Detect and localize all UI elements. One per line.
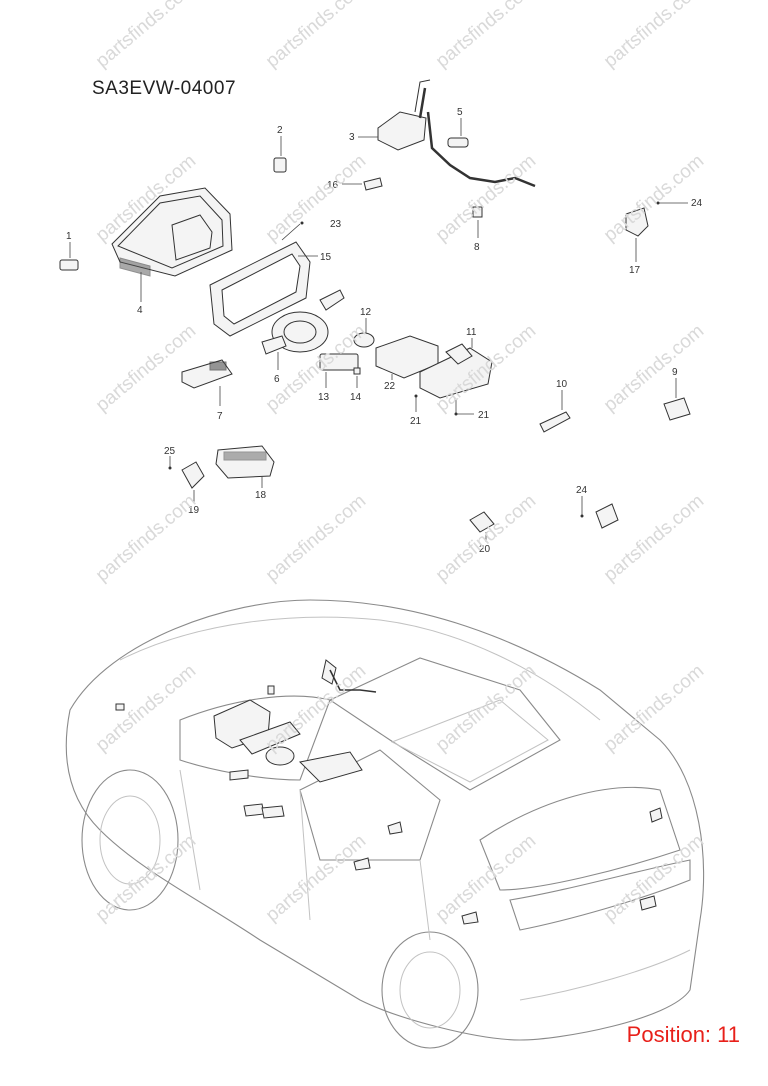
part-1-connector bbox=[59, 242, 79, 271]
callout-4: 4 bbox=[137, 305, 143, 316]
callout-3: 3 bbox=[349, 132, 355, 143]
part-10-sensor bbox=[539, 390, 571, 433]
part-24-bracket-lower bbox=[580, 496, 619, 529]
callout-19: 19 bbox=[188, 505, 200, 516]
callout-21b: 21 bbox=[478, 410, 490, 421]
part-5-connector bbox=[447, 118, 469, 148]
callout-16: 16 bbox=[327, 180, 339, 191]
callout-9: 9 bbox=[672, 367, 678, 378]
part-20-sensor bbox=[469, 511, 495, 542]
callout-25: 25 bbox=[164, 446, 176, 457]
callout-15: 15 bbox=[320, 252, 332, 263]
callout-24a: 24 bbox=[691, 198, 703, 209]
callout-23: 23 bbox=[330, 219, 342, 230]
part-4-module bbox=[111, 187, 233, 302]
callout-14: 14 bbox=[350, 392, 362, 403]
callout-13: 13 bbox=[318, 392, 330, 403]
part-8-clip bbox=[472, 206, 483, 238]
callout-24b: 24 bbox=[576, 485, 588, 496]
callout-20: 20 bbox=[479, 544, 491, 555]
part-7-switch-panel bbox=[181, 359, 233, 406]
callout-11: 11 bbox=[466, 327, 477, 338]
part-17-bracket bbox=[625, 201, 688, 262]
position-label: Position: 11 bbox=[626, 1022, 740, 1047]
part-15-bezel bbox=[209, 221, 318, 337]
part-11-fuse-box bbox=[419, 338, 493, 399]
callout-18: 18 bbox=[255, 490, 267, 501]
part-14-clip bbox=[353, 367, 361, 388]
part-6-steering-switch bbox=[261, 289, 345, 370]
callout-5: 5 bbox=[457, 107, 463, 118]
part-12-ignition bbox=[353, 318, 375, 348]
part-18-window-switch bbox=[215, 445, 275, 488]
callout-10: 10 bbox=[556, 379, 568, 390]
installed-components bbox=[115, 659, 663, 925]
callout-8: 8 bbox=[474, 242, 480, 253]
part-16-clip bbox=[342, 177, 383, 191]
callout-17: 17 bbox=[629, 265, 641, 276]
diagram-code: SA3EVW-04007 bbox=[92, 78, 237, 99]
callout-7: 7 bbox=[217, 411, 223, 422]
callout-6: 6 bbox=[274, 374, 280, 385]
part-2-clip bbox=[273, 136, 287, 173]
part-3-harness bbox=[358, 79, 536, 188]
callout-21a: 21 bbox=[410, 416, 422, 427]
callout-22: 22 bbox=[384, 381, 396, 392]
callout-labels: 1 2 3 4 5 6 7 8 9 10 11 12 13 14 15 16 1… bbox=[66, 107, 703, 555]
callout-2: 2 bbox=[277, 125, 283, 136]
part-13-switch bbox=[319, 353, 359, 388]
part-9-module bbox=[663, 378, 691, 421]
part-19-switch bbox=[168, 456, 205, 502]
part-21-bolts bbox=[414, 394, 474, 416]
callout-1: 1 bbox=[66, 231, 72, 242]
callout-12: 12 bbox=[360, 307, 372, 318]
vehicle-outline bbox=[65, 599, 705, 1049]
